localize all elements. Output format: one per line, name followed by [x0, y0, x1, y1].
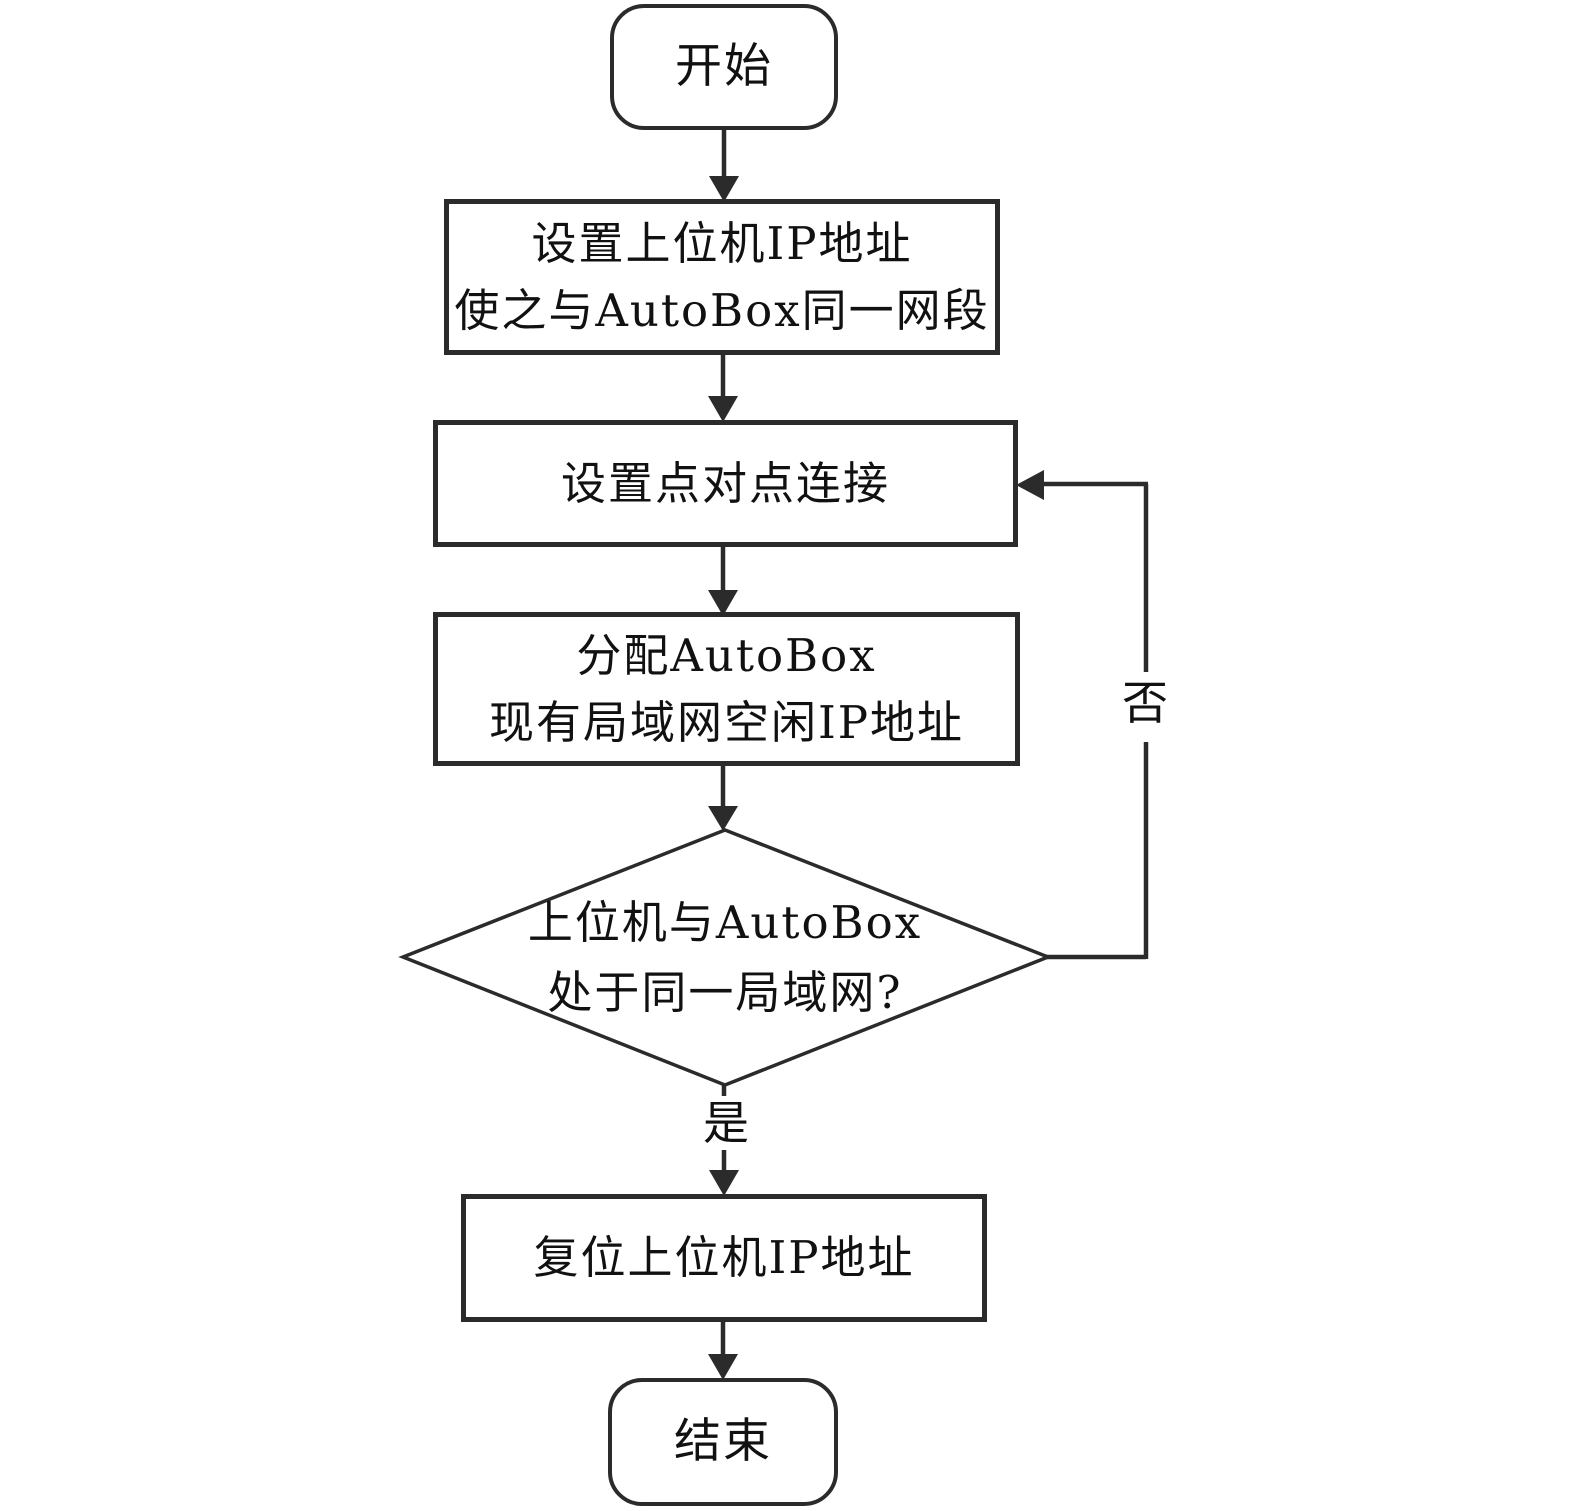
arrowhead-into-reset [709, 1170, 739, 1196]
reset-host-ip-label: 复位上位机IP地址 [533, 1231, 915, 1285]
set-host-ip-box: 设置上位机IP地址 使之与AutoBox同一网段 [444, 199, 1000, 355]
arrowhead-into-set-ip [709, 176, 739, 202]
end-node: 结束 [608, 1378, 838, 1506]
assign-free-ip-box: 分配AutoBox 现有局域网空闲IP地址 [433, 612, 1020, 766]
assign-free-ip-line2: 现有局域网空闲IP地址 [488, 696, 965, 749]
p2p-connection-box: 设置点对点连接 [433, 420, 1018, 547]
assign-free-ip-line1: 分配AutoBox [576, 628, 877, 682]
same-lan-decision-text: 上位机与AutoBox 处于同一局域网? [475, 878, 975, 1038]
arrowhead-into-p2p [708, 396, 738, 422]
reset-host-ip-box: 复位上位机IP地址 [461, 1194, 987, 1322]
same-lan-decision-line2: 处于同一局域网? [547, 966, 903, 1019]
end-node-label: 结束 [674, 1413, 772, 1469]
arrowhead-into-decision [708, 806, 738, 831]
p2p-connection-label: 设置点对点连接 [560, 456, 890, 510]
start-node-label: 开始 [675, 38, 773, 94]
yes-edge-label: 是 [696, 1100, 756, 1150]
set-host-ip-line1: 设置上位机IP地址 [531, 216, 913, 270]
start-node: 开始 [610, 4, 838, 130]
same-lan-decision-shape [398, 828, 1053, 1087]
arrowhead-into-assign [708, 590, 738, 616]
arrowhead-into-end [708, 1354, 738, 1380]
arrowhead-no-into-p2p [1016, 470, 1044, 500]
same-lan-decision-line1: 上位机与AutoBox [527, 896, 923, 950]
no-edge-label: 否 [1115, 680, 1175, 736]
set-host-ip-line2: 使之与AutoBox同一网段 [454, 284, 990, 337]
